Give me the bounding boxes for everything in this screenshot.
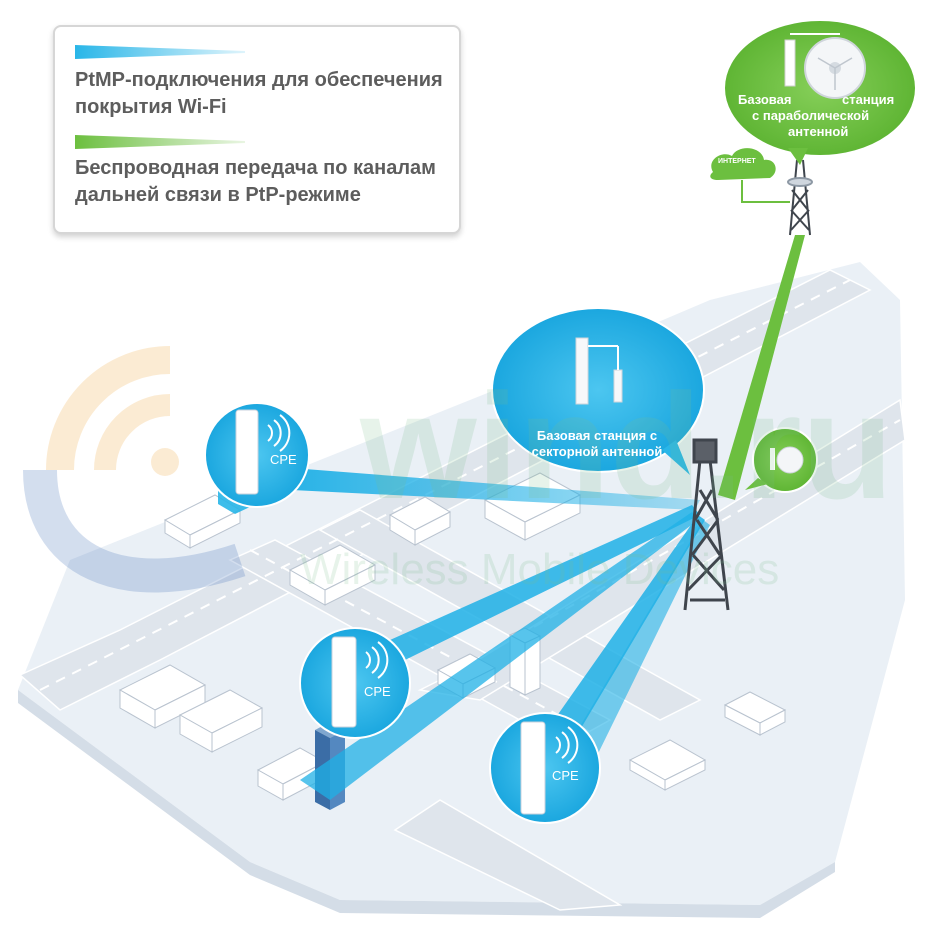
- cpe-label-2: CPE: [364, 684, 391, 699]
- cpe-bubble-2: [299, 627, 411, 739]
- cpe-label-3: CPE: [552, 768, 579, 783]
- sector-label-1: Базовая станция с: [536, 428, 658, 443]
- ptp-link: [718, 235, 805, 500]
- parabolic-label-3: с параболической: [752, 108, 870, 123]
- watermark-logo: [23, 346, 246, 593]
- legend: PtMP-подключения для обеспечения покрыти…: [53, 25, 461, 234]
- ptmp-beams: [292, 468, 710, 800]
- parabolic-station-bubble: [723, 19, 917, 165]
- cpe-label-1: CPE: [270, 452, 297, 467]
- ptmp-legend-label: PtMP-подключения для обеспечения покрыти…: [75, 69, 443, 118]
- sector-label-2: секторной антенной: [531, 444, 663, 459]
- watermark-tagline: Wireless Mobile Devices: [300, 545, 780, 594]
- sector-station-bubble: [491, 307, 705, 475]
- ptp-legend-swatch: [75, 135, 245, 149]
- ptp-legend-label: Беспроводная передача по каналам дальней…: [75, 157, 436, 206]
- sector-tower: [683, 438, 730, 611]
- watermark-brand: wind.ru: [360, 362, 894, 530]
- cpe-bubble-3: [489, 712, 601, 824]
- internet-label: ИНТЕРНЕТ: [718, 158, 756, 165]
- cpe-bubble-1: [204, 402, 310, 508]
- dish-mini-bubble: [745, 427, 818, 493]
- internet-cloud: [710, 148, 790, 203]
- parabolic-label-2: станция: [842, 92, 895, 107]
- ptmp-legend-swatch: [75, 45, 245, 59]
- parabolic-label-4: антенной: [788, 124, 849, 139]
- parabolic-tower: [787, 159, 813, 236]
- parabolic-label-1: Базовая: [738, 92, 792, 107]
